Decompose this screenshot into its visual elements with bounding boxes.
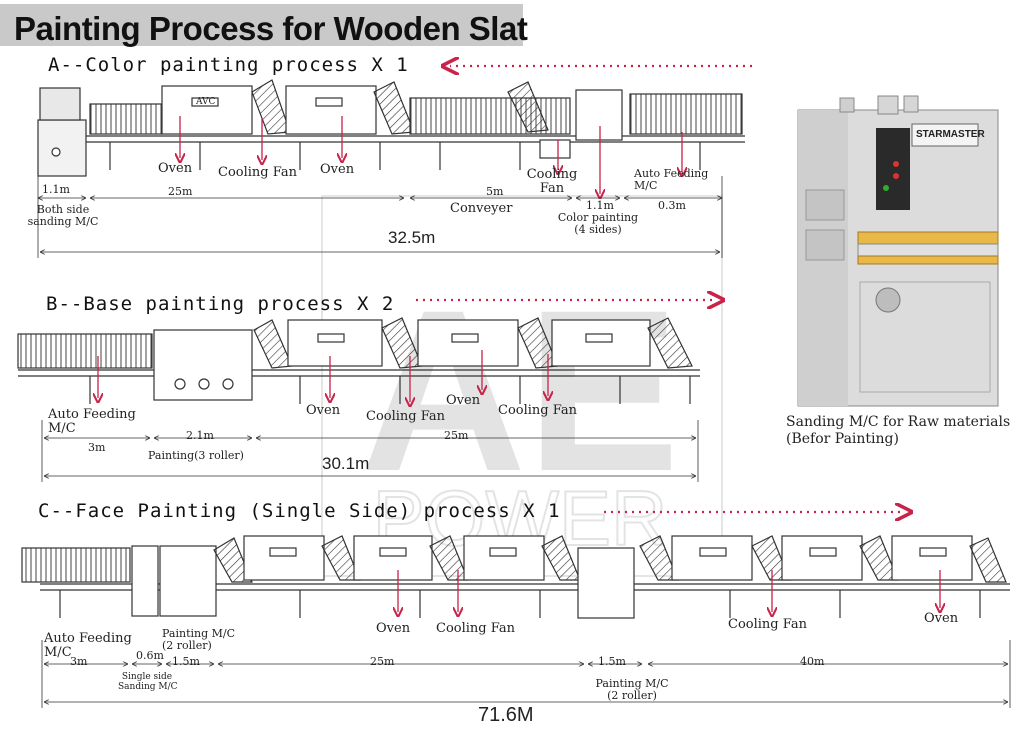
c-dim-3: 1.5m	[172, 655, 200, 668]
c-painting-mc-line1: Painting M/C	[162, 627, 236, 640]
c-painting-mc-line2: (2 roller)	[162, 639, 212, 652]
c-oven-2: Oven	[924, 611, 959, 626]
b-dim-3: 25m	[444, 429, 469, 442]
a-cooling-fan-2-line2: Fan	[539, 181, 565, 196]
c-dim-4: 25m	[370, 655, 395, 668]
c-painting-mc-2: Painting M/C (2 roller)	[584, 678, 680, 702]
b-auto-feeding: Auto Feeding M/C	[48, 408, 136, 436]
a-both-side-line2: sanding M/C	[27, 215, 99, 228]
b-total-length: 30.1m	[322, 454, 370, 473]
c-painting-mc2-line1: Painting M/C	[595, 677, 669, 690]
a-color-painting-line2: (4 sides)	[574, 223, 622, 236]
title-bar: Painting Process for Wooden Slat	[0, 4, 528, 47]
a-both-side-line1: Both side	[36, 203, 90, 216]
line-a-drawing	[37, 66, 752, 258]
section-c-heading: C--Face Painting (Single Side) process X…	[38, 500, 561, 522]
a-dim-4: 1.1m	[586, 199, 614, 212]
page-title: Painting Process for Wooden Slat	[14, 10, 528, 47]
c-single-side-sanding: Single side Sanding M/C	[118, 672, 178, 692]
c-single-side-line1: Single side	[121, 672, 173, 682]
section-a-heading: A--Color painting process X 1	[48, 54, 409, 76]
c-auto-feeding-line1: Auto Feeding	[44, 631, 132, 646]
c-cooling-fan-1: Cooling Fan	[436, 621, 516, 636]
sanding-caption-line1: Sanding M/C for Raw materials	[786, 414, 1011, 430]
a-color-painting: Color painting (4 sides)	[552, 212, 644, 236]
b-cooling-fan-1: Cooling Fan	[366, 409, 446, 424]
c-dim-5: 1.5m	[598, 655, 626, 668]
a-auto-feeding: Auto Feeding M/C	[634, 168, 708, 192]
a-cooling-fan-2: Cooling Fan	[522, 168, 582, 196]
a-dim-3: 5m	[486, 185, 504, 198]
b-painting: Painting(3 roller)	[148, 449, 244, 462]
sanding-caption-line2: (Befor Painting)	[786, 431, 899, 447]
a-auto-feeding-line2: M/C	[634, 179, 658, 192]
sanding-machine-caption: Sanding M/C for Raw materials (Befor Pai…	[786, 414, 1010, 448]
c-oven-1: Oven	[376, 621, 411, 636]
a-color-painting-line1: Color painting	[557, 211, 639, 224]
line-b-drawing	[17, 300, 716, 482]
b-auto-feeding-line1: Auto Feeding	[48, 407, 136, 422]
a-cooling-fan-1: Cooling Fan	[218, 165, 298, 180]
b-oven-1: Oven	[306, 403, 341, 418]
oven-badge: AVC	[196, 97, 216, 107]
c-painting-mc2-line2: (2 roller)	[607, 689, 657, 702]
c-single-side-line2: Sanding M/C	[118, 682, 178, 692]
c-dim-1: 3m	[70, 655, 88, 668]
a-cooling-fan-2-line1: Cooling	[526, 167, 578, 182]
a-total-length: 32.5m	[388, 228, 436, 247]
c-dim-6: 40m	[800, 655, 825, 668]
a-oven-1: Oven	[158, 161, 193, 176]
a-conveyer: Conveyer	[450, 201, 513, 216]
c-cooling-fan-2: Cooling Fan	[728, 617, 808, 632]
c-auto-feeding-line2: M/C	[44, 645, 72, 660]
a-dim-1: 1.1m	[42, 183, 70, 196]
a-auto-feeding-line1: Auto Feeding	[634, 167, 709, 180]
b-dim-2: 2.1m	[186, 429, 214, 442]
b-dim-1: 3m	[88, 441, 106, 454]
c-total-length: 71.6M	[478, 704, 534, 726]
machine-brand: STARMASTER	[916, 129, 985, 140]
b-auto-feeding-line2: M/C	[48, 421, 76, 436]
a-dim-2: 25m	[168, 185, 193, 198]
section-b-heading: B--Base painting process X 2	[46, 293, 395, 315]
c-dim-2: 0.6m	[136, 649, 164, 662]
a-both-side-sanding: Both side sanding M/C	[26, 204, 100, 228]
sanding-machine-drawing	[797, 95, 999, 407]
b-cooling-fan-2: Cooling Fan	[498, 403, 578, 418]
line-c-drawing	[21, 512, 1011, 708]
c-painting-mc: Painting M/C (2 roller)	[162, 628, 235, 652]
a-oven-2: Oven	[320, 162, 355, 177]
b-oven-2: Oven	[446, 393, 481, 408]
c-auto-feeding: Auto Feeding M/C	[44, 632, 132, 660]
a-dim-5: 0.3m	[658, 199, 686, 212]
